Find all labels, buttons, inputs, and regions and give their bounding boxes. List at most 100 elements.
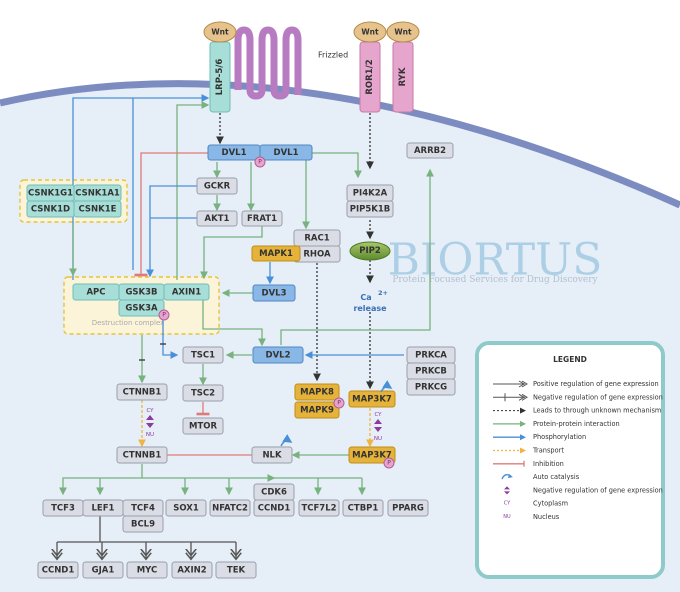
- node-gckr[interactable]: GCKR: [196, 177, 238, 195]
- node-box[interactable]: [82, 561, 124, 579]
- node-box[interactable]: [209, 499, 251, 517]
- node-prkcg[interactable]: PRKCG: [406, 378, 456, 396]
- node-dvl1-a[interactable]: DVL1: [207, 144, 261, 161]
- node-box[interactable]: [251, 245, 301, 262]
- node-box[interactable]: [196, 177, 238, 195]
- node-box[interactable]: [252, 284, 296, 302]
- node-box[interactable]: [73, 200, 122, 218]
- node-sox1[interactable]: SOX1: [165, 499, 207, 517]
- node-akt1[interactable]: AKT1: [196, 210, 238, 227]
- node-label: TCF3: [51, 504, 75, 514]
- node-ccnd1-t[interactable]: CCND1: [37, 561, 79, 579]
- node-box[interactable]: [118, 299, 165, 317]
- node-box[interactable]: [294, 383, 340, 401]
- node-label: AKT1: [205, 214, 230, 224]
- node-box[interactable]: [252, 346, 304, 364]
- node-csnk1d[interactable]: CSNK1D: [26, 200, 75, 218]
- node-box[interactable]: [387, 499, 429, 517]
- node-map3k7-nu[interactable]: MAP3K7: [348, 446, 396, 464]
- node-pip2[interactable]: [349, 241, 391, 261]
- node-mapk8[interactable]: MAPK8: [294, 383, 340, 401]
- node-apc[interactable]: APC: [72, 283, 120, 301]
- node-box[interactable]: [182, 346, 224, 364]
- node-frat1[interactable]: FRAT1: [241, 210, 283, 227]
- node-ctnnb1-cy[interactable]: CTNNB1: [116, 383, 168, 401]
- node-box[interactable]: [346, 200, 394, 218]
- edge: [200, 226, 263, 280]
- node-gsk3b[interactable]: GSK3B: [118, 283, 165, 301]
- node-box[interactable]: [251, 446, 293, 464]
- node-map3k7-cy[interactable]: MAP3K7: [348, 390, 396, 408]
- wnt-ligand[interactable]: [386, 21, 420, 43]
- node-box[interactable]: [294, 401, 340, 419]
- node-bcl9[interactable]: BCL9: [122, 515, 164, 533]
- node-nfatc2[interactable]: NFATC2: [209, 499, 251, 517]
- node-prkcb[interactable]: PRKCB: [406, 362, 456, 380]
- node-box[interactable]: [116, 446, 168, 464]
- node-box[interactable]: [196, 210, 238, 227]
- node-gsk3a[interactable]: GSK3A: [118, 299, 165, 317]
- node-mtor[interactable]: MTOR: [182, 417, 224, 435]
- node-lef1[interactable]: LEF1: [82, 499, 124, 517]
- node-tsc2[interactable]: TSC2: [182, 384, 224, 402]
- node-box[interactable]: [298, 499, 340, 517]
- node-mapk1[interactable]: MAPK1: [251, 245, 301, 262]
- node-label: CSNK1A1: [75, 189, 120, 199]
- node-csnk1a1[interactable]: CSNK1A1: [73, 184, 122, 202]
- legend-label: Negative regulation of gene expression: [533, 486, 663, 494]
- node-tcf3[interactable]: TCF3: [42, 499, 84, 517]
- node-pparg[interactable]: PPARG: [387, 499, 429, 517]
- wnt-ligand[interactable]: [203, 21, 237, 43]
- node-cdk6[interactable]: CDK6: [253, 483, 295, 501]
- node-rhoa[interactable]: RHOA: [293, 245, 341, 263]
- node-myc[interactable]: MYC: [126, 561, 168, 579]
- ca-superscript: 2+: [378, 289, 388, 297]
- node-pip5k1b[interactable]: PIP5K1B: [346, 200, 394, 218]
- node-tsc1[interactable]: TSC1: [182, 346, 224, 364]
- node-axin2[interactable]: AXIN2: [171, 561, 213, 579]
- node-ccnd1-tf[interactable]: CCND1: [253, 499, 295, 517]
- node-box[interactable]: [253, 499, 295, 517]
- node-ctnnb1-nu[interactable]: CTNNB1: [116, 446, 168, 464]
- node-tcf7l2[interactable]: TCF7L2: [298, 499, 340, 517]
- node-pi4k2a[interactable]: PI4K2A: [346, 184, 394, 202]
- node-box[interactable]: [182, 384, 224, 402]
- node-dvl1-b[interactable]: DVL1: [259, 144, 313, 161]
- node-box[interactable]: [406, 142, 454, 159]
- node-csnk1e[interactable]: CSNK1E: [73, 200, 122, 218]
- node-box[interactable]: [259, 144, 313, 161]
- node-box[interactable]: [163, 283, 210, 301]
- node-box[interactable]: [182, 417, 224, 435]
- node-arrb2[interactable]: ARRB2: [406, 142, 454, 159]
- node-box[interactable]: [37, 561, 79, 579]
- node-box[interactable]: [215, 561, 257, 579]
- node-box[interactable]: [126, 561, 168, 579]
- node-tcf4[interactable]: TCF4: [122, 499, 164, 517]
- legend-label: Phosphorylation: [533, 433, 586, 441]
- node-dvl2[interactable]: DVL2: [252, 346, 304, 364]
- node-nlk[interactable]: NLK: [251, 446, 293, 464]
- wnt-ligand[interactable]: [353, 21, 387, 43]
- node-box[interactable]: [348, 390, 396, 408]
- node-tek[interactable]: TEK: [215, 561, 257, 579]
- node-ctbp1[interactable]: CTBP1: [342, 499, 384, 517]
- node-box[interactable]: [241, 210, 283, 227]
- node-axin1[interactable]: AXIN1: [163, 283, 210, 301]
- node-label: PRKCA: [415, 351, 447, 361]
- edge: [176, 101, 210, 280]
- node-gja1[interactable]: GJA1: [82, 561, 124, 579]
- node-box[interactable]: [406, 378, 456, 396]
- node-rac1[interactable]: RAC1: [293, 229, 341, 247]
- node-box[interactable]: [122, 515, 164, 533]
- node-box[interactable]: [171, 561, 213, 579]
- node-dvl3[interactable]: DVL3: [252, 284, 296, 302]
- node-box[interactable]: [165, 499, 207, 517]
- phospho-markers: P P P P: [158, 156, 395, 469]
- node-box[interactable]: [348, 446, 396, 464]
- node-mapk9[interactable]: MAPK9: [294, 401, 340, 419]
- node-box[interactable]: [116, 383, 168, 401]
- node-box[interactable]: [342, 499, 384, 517]
- node-csnk1g1[interactable]: CSNK1G1: [26, 184, 75, 202]
- node-prkca[interactable]: PRKCA: [406, 346, 456, 364]
